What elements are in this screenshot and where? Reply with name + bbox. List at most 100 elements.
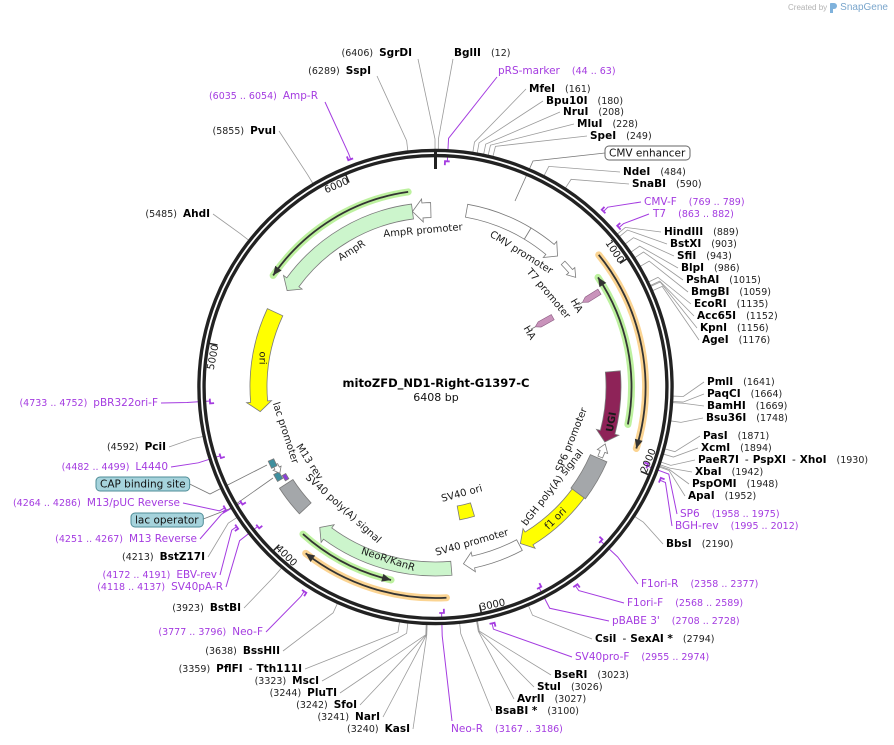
enzyme-label-msci: (3323)MscI <box>255 675 319 687</box>
primer-label-neo-r: Neo-R(3167 .. 3186) <box>451 723 563 735</box>
svg-text:(4264 .. 4286)M13/pUC Reverse: (4264 .. 4286)M13/pUC Reverse <box>13 497 180 509</box>
svg-text:SnaBI(590): SnaBI(590) <box>632 178 702 190</box>
svg-text:SpeI(249): SpeI(249) <box>590 130 652 142</box>
svg-text:PaeR7I-PspXI-XhoI(1930): PaeR7I-PspXI-XhoI(1930) <box>698 454 868 466</box>
primer-label-sp6: SP6(1958 .. 1975) <box>680 508 780 520</box>
enzyme-leader-line <box>382 623 428 718</box>
enzyme-label-sspi: (6289)SspI <box>308 65 371 77</box>
primer-marker-neo-f <box>301 589 308 597</box>
svg-text:XcmI(1894): XcmI(1894) <box>701 442 772 454</box>
svg-text:(4251 .. 4267)M13 Reverse: (4251 .. 4267)M13 Reverse <box>55 533 197 545</box>
feature-neor-kanr <box>319 524 453 577</box>
enzyme-label-pluti: (3244)PluTI <box>270 687 337 699</box>
enzyme-leader-line <box>649 280 695 317</box>
svg-text:F1ori-F(2568 .. 2589): F1ori-F(2568 .. 2589) <box>627 597 743 609</box>
tick-mark <box>619 257 628 265</box>
enzyme-label-spei: SpeI(249) <box>590 130 652 142</box>
svg-text:(4482 .. 4499)L4440: (4482 .. 4499)L4440 <box>62 461 168 473</box>
svg-text:(3241)NarI: (3241)NarI <box>317 711 380 723</box>
primer-label-f1ori-f: F1ori-F(2568 .. 2589) <box>627 597 743 609</box>
callout-cap-binding-site: CAP binding site <box>95 476 191 492</box>
enzyme-leader-line <box>476 620 515 700</box>
orf-orf-3 <box>595 251 649 452</box>
enzyme-leader-line <box>624 237 675 257</box>
svg-text:StuI(3026): StuI(3026) <box>537 681 603 693</box>
svg-text:T7(863 .. 882): T7(863 .. 882) <box>652 208 734 220</box>
enzyme-label-pasi: PasI(1871) <box>703 430 769 442</box>
enzyme-label-apai: ApaI(1952) <box>688 490 756 502</box>
primer-marker-cmv-f <box>600 206 607 214</box>
svg-text:PshAI(1015): PshAI(1015) <box>686 274 761 286</box>
enzyme-leader-line <box>483 111 561 155</box>
svg-text:BglII(12): BglII(12) <box>454 47 510 59</box>
enzyme-label-bstz17i: (4213)BstZ17I <box>122 551 205 563</box>
svg-text:(5485)AhdI: (5485)AhdI <box>145 208 210 220</box>
enzyme-leader-line <box>650 281 698 329</box>
primer-marker-f1ori-r <box>598 536 604 544</box>
enzyme-label-bbsi: BbsI(2190) <box>666 538 733 550</box>
tick-mark <box>208 342 218 346</box>
enzyme-label-nrui: NruI(208) <box>563 106 624 118</box>
enzyme-label-sfoi: (3242)SfoI <box>296 699 357 711</box>
tick-label-5000: 5000 <box>206 344 222 371</box>
feature-ampr <box>282 203 414 291</box>
primer-marker-ebv-rev <box>234 524 240 532</box>
svg-text:BsaBI *(3100): BsaBI *(3100) <box>495 705 579 717</box>
svg-text:lac operator: lac operator <box>135 515 199 527</box>
enzyme-leader-line <box>651 285 700 341</box>
feature-sv40-promoter <box>462 539 523 573</box>
enzyme-leader-line <box>207 516 238 558</box>
enzyme-label-sfii: SfiI(943) <box>677 250 732 262</box>
svg-text:(3242)SfoI: (3242)SfoI <box>296 699 357 711</box>
enzyme-leader-line <box>670 417 704 423</box>
enzyme-leader-line <box>639 260 689 293</box>
enzyme-label-kasi: (3240)KasI <box>347 723 410 735</box>
feature-ampr-promoter <box>411 197 432 223</box>
tick-mark <box>272 544 280 552</box>
enzyme-leader-line <box>437 58 454 151</box>
enzyme-leader-line <box>476 100 544 154</box>
svg-text:(3244)PluTI: (3244)PluTI <box>270 687 337 699</box>
svg-text:(6406)SgrDI: (6406)SgrDI <box>342 47 412 59</box>
primer-marker-prs-marker <box>443 160 450 166</box>
enzyme-leader-line <box>412 623 428 730</box>
feature-ha-tag-1 <box>578 288 602 306</box>
enzyme-leader-line <box>527 604 593 640</box>
enzyme-leader-line <box>417 58 436 151</box>
enzyme-label-bstbi: (3923)BstBI <box>172 602 241 614</box>
primer-marker-m13-puc-reverse <box>222 505 228 513</box>
enzyme-label-ecori: EcoRI(1135) <box>694 298 768 310</box>
enzyme-label-bamhi: BamHI(1669) <box>707 400 787 412</box>
enzyme-leader-line <box>476 620 535 688</box>
svg-text:PaqCI(1664): PaqCI(1664) <box>707 388 782 400</box>
enzyme-label-paer7i-pspxi-xhoi: PaeR7I-PspXI-XhoI(1930) <box>698 454 868 466</box>
svg-text:BGH-rev(1995 .. 2012): BGH-rev(1995 .. 2012) <box>675 520 798 532</box>
primer-marker-bgh-rev <box>658 476 665 483</box>
svg-text:BbsI(2190): BbsI(2190) <box>666 538 733 550</box>
svg-text:Neo-R(3167 .. 3186): Neo-R(3167 .. 3186) <box>451 723 563 735</box>
primer-leader-line <box>574 585 625 604</box>
svg-text:(5855)PvuI: (5855)PvuI <box>212 125 276 137</box>
svg-text:CMV-F(769 .. 789): CMV-F(769 .. 789) <box>644 196 745 208</box>
enzyme-leader-line <box>359 623 428 706</box>
orf-arrowhead-icon <box>381 573 392 582</box>
enzyme-leader-line <box>630 245 679 269</box>
enzyme-leader-line <box>633 515 664 545</box>
svg-text:(6035 .. 6054)Amp-R: (6035 .. 6054)Amp-R <box>209 90 318 102</box>
enzyme-label-bsabi: BsaBI *(3100) <box>495 705 579 717</box>
svg-text:PmlI(1641): PmlI(1641) <box>707 376 775 388</box>
svg-text:BamHI(1669): BamHI(1669) <box>707 400 787 412</box>
enzyme-leader-line <box>634 251 684 281</box>
feature-ori <box>245 308 284 413</box>
feature-label-lac-promoter: lac promoter <box>270 401 301 466</box>
feature-bgh-polya-signal <box>570 454 608 500</box>
primer-label-ebv-rev: (4172 .. 4191)EBV-rev <box>103 569 218 581</box>
svg-text:(4733 .. 4752)pBR322ori-F: (4733 .. 4752)pBR322ori-F <box>19 397 158 409</box>
enzyme-leader-line <box>459 622 493 712</box>
enzyme-label-xbai: XbaI(1942) <box>695 466 763 478</box>
plasmid-title: mitoZFD_ND1-Right-G1397-C <box>343 376 530 391</box>
svg-text:MluI(228): MluI(228) <box>577 118 638 130</box>
enzyme-leader-line <box>664 435 701 453</box>
svg-text:XbaI(1942): XbaI(1942) <box>695 466 763 478</box>
primer-leader-line <box>618 213 650 229</box>
